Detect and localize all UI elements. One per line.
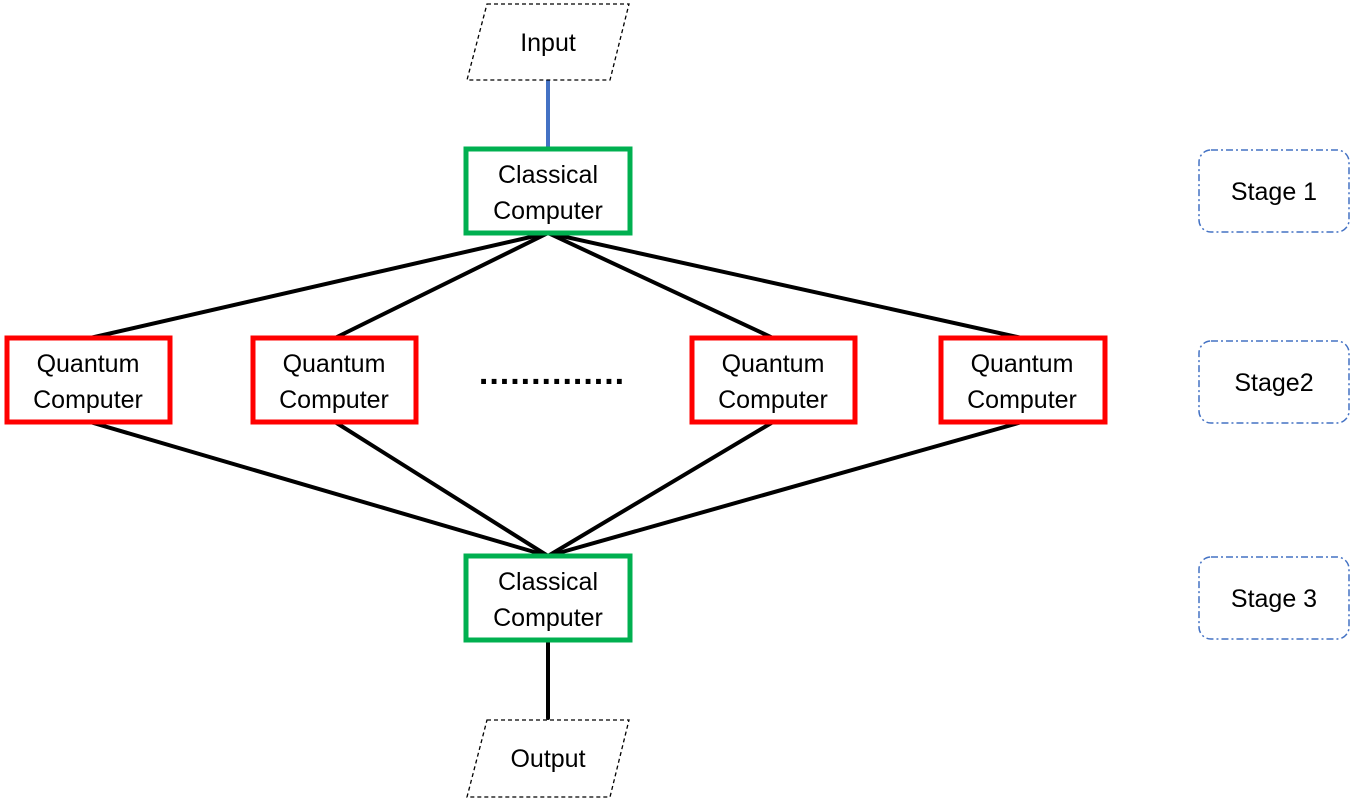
quantum-computer-3-line2: Computer (718, 386, 828, 414)
classical-computer-bottom: Classical Computer (463, 553, 633, 643)
classical-computer-top-line2: Computer (493, 197, 603, 225)
quantum-3-to-classical-bottom-line (546, 420, 775, 558)
classical-computer-bottom-box (463, 553, 633, 643)
quantum-computer-1-box (4, 335, 173, 425)
quantum-2-to-classical-bottom-line (333, 420, 550, 558)
quantum-computer-3-box (689, 335, 858, 425)
quantum-1-to-classical-bottom-line (88, 420, 550, 558)
output-shape (466, 719, 630, 798)
quantum-4-to-classical-bottom-line (546, 420, 1024, 558)
quantum-computer-2-box (250, 335, 419, 425)
input-label: Input (520, 29, 576, 57)
classical-computer-top-line1: Classical (498, 161, 598, 189)
classical-computer-bottom-line1: Classical (498, 568, 598, 596)
stage-2-label: Stage2 (1234, 369, 1313, 397)
classical-top-to-quantum-4-line (546, 231, 1024, 340)
stage-1-box (1198, 149, 1350, 233)
classical-computer-top-box (463, 146, 633, 236)
quantum-computer-3-line1: Quantum (722, 350, 825, 378)
input-shape (466, 3, 630, 81)
more-quantum-computers-ellipsis: .............. (479, 354, 625, 392)
stage-2: Stage2 (1198, 340, 1350, 424)
classical-computer-top: Classical Computer (463, 146, 633, 236)
output-node: Output (466, 719, 630, 798)
stage-3: Stage 3 (1198, 556, 1350, 640)
classical-top-to-quantum-3-line (546, 231, 775, 340)
quantum-computer-3: Quantum Computer (689, 335, 858, 425)
stage-1-label: Stage 1 (1231, 178, 1317, 206)
quantum-computer-1: Quantum Computer (4, 335, 173, 425)
quantum-computer-2-line1: Quantum (283, 350, 386, 378)
quantum-computer-4-box (938, 335, 1108, 425)
stage-3-box (1198, 556, 1350, 640)
classical-computer-bottom-line2: Computer (493, 604, 603, 632)
quantum-computer-4-line1: Quantum (971, 350, 1074, 378)
classical-top-to-quantum-1-line (88, 231, 550, 340)
quantum-computer-2: Quantum Computer (250, 335, 419, 425)
stage-2-box (1198, 340, 1350, 424)
quantum-computer-4: Quantum Computer (938, 335, 1108, 425)
input-node: Input (466, 3, 630, 81)
classical-top-to-quantum-2-line (333, 231, 550, 340)
quantum-computer-2-line2: Computer (279, 386, 389, 414)
stage-1: Stage 1 (1198, 149, 1350, 233)
quantum-computer-1-line1: Quantum (37, 350, 140, 378)
output-label: Output (510, 745, 585, 773)
connectors (88, 78, 1024, 720)
quantum-computer-1-line2: Computer (33, 386, 143, 414)
stage-3-label: Stage 3 (1231, 585, 1317, 613)
quantum-computer-4-line2: Computer (967, 386, 1077, 414)
